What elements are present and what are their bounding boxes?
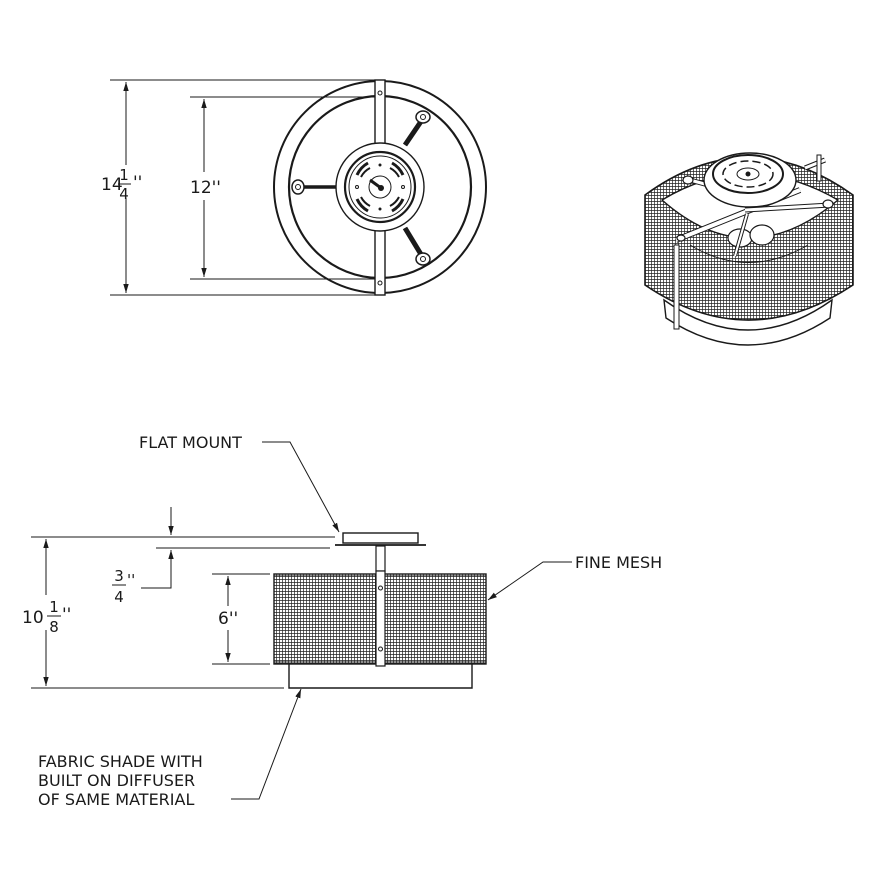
iso-socket-right (749, 224, 775, 246)
shade-dim-label: 6'' (218, 609, 238, 629)
gap-dim-arrow-bottom (141, 550, 174, 589)
arm-lug-left (291, 179, 305, 195)
side-stem (375, 545, 386, 572)
bar-screw-bottom (377, 280, 383, 286)
flat-mount-label: FLAT MOUNT (139, 433, 242, 452)
inner-dim-label: 12'' (190, 178, 221, 198)
side-view: FLAT MOUNT 10 1 8 '' 3 4 (22, 433, 662, 809)
overall-dim-numerator: 1 (49, 598, 59, 616)
top-view: 14 1 4 '' 12'' (101, 79, 487, 296)
iso-seam-bar-back (816, 154, 822, 182)
fine-mesh-label: FINE MESH (575, 553, 662, 572)
canopy-center-ring (368, 175, 392, 199)
overall-dim-denominator: 8 (49, 618, 59, 636)
fabric-shade-label-line-2: BUILT ON DIFFUSER (38, 771, 195, 790)
gap-dim-numerator: 3 (114, 567, 124, 585)
iso-diffuser (663, 298, 833, 346)
fine-mesh-leader (487, 561, 572, 601)
canopy-slots (355, 161, 405, 213)
fabric-shade-label-line-1: FABRIC SHADE WITH (38, 752, 203, 771)
arm-lug-bottom-right (415, 252, 431, 266)
iso-seam-bar-front (673, 244, 680, 330)
side-seam-bar (375, 570, 386, 667)
side-canopy (342, 532, 419, 544)
outer-dim-unit: '' (133, 173, 142, 193)
outer-dim-denominator: 4 (119, 185, 129, 203)
overall-dim-unit: '' (62, 605, 71, 625)
overall-dim-whole: 10 (22, 608, 44, 628)
outer-dim-whole: 14 (101, 175, 123, 195)
side-diffuser (288, 664, 473, 689)
outer-dim-numerator: 1 (119, 166, 129, 184)
gap-dim-denominator: 4 (114, 588, 124, 606)
arm-lug-top-right (415, 110, 431, 124)
fabric-shade-leader (231, 688, 302, 800)
canopy-plate (343, 150, 417, 224)
bar-screw-top (377, 90, 383, 96)
isometric-view (644, 152, 854, 346)
gap-dim-unit: '' (127, 571, 135, 589)
flat-mount-leader (262, 441, 340, 533)
fabric-shade-label-line-3: OF SAME MATERIAL (38, 790, 194, 809)
